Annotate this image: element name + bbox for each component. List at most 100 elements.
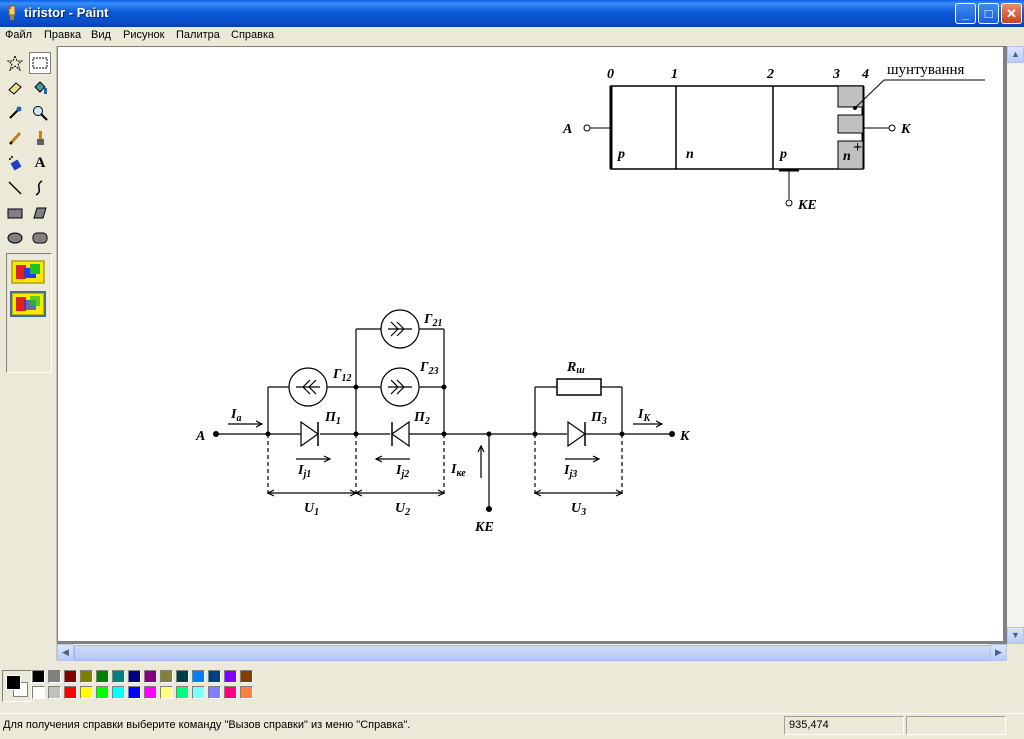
pick-color-tool[interactable] [4,102,26,124]
polygon-icon [33,207,47,219]
vertical-scrollbar[interactable]: ▲ ▼ [1007,46,1024,644]
label-p1: П1 [324,410,341,427]
palette-swatch[interactable] [128,686,141,699]
palette-swatch[interactable] [144,670,157,683]
palette-swatch[interactable] [208,686,221,699]
opaque-option[interactable] [10,259,46,285]
fill-tool[interactable] [29,77,51,99]
palette-swatch[interactable] [80,686,93,699]
palette-swatch[interactable] [64,686,77,699]
structure-body [610,85,864,170]
palette-swatch[interactable] [80,670,93,683]
airbrush-tool[interactable] [4,152,26,174]
palette-swatch[interactable] [224,686,237,699]
menu-file[interactable]: Файл [5,29,33,41]
status-help-text: Для получения справки выберите команду "… [3,719,411,731]
palette-swatch[interactable] [128,670,141,683]
menu-help[interactable]: Справка [231,29,275,41]
foreground-color[interactable] [6,675,21,690]
magnifier-icon [33,106,48,121]
free-select-tool[interactable] [4,52,26,74]
menu-edit[interactable]: Правка [44,29,82,41]
scroll-up-button[interactable]: ▲ [1007,46,1024,63]
text-tool[interactable]: A [29,152,51,174]
current-source-g23 [380,367,420,407]
curve-tool[interactable] [29,177,51,199]
label-rsh: Rш [566,360,585,376]
palette-swatch[interactable] [176,686,189,699]
layer-label-2: 2 [766,67,774,82]
palette-swatch[interactable] [48,670,61,683]
label-ik: IK [637,407,651,424]
arrow-up-icon: ▲ [1011,49,1020,59]
eraser-icon [8,82,22,95]
rect-select-tool[interactable] [29,52,51,74]
brush-tool[interactable] [29,127,51,149]
palette-swatch[interactable] [160,686,173,699]
circuit-anode-label: A [195,429,205,444]
n-plus-sign: + [853,139,862,156]
eyedropper-icon [9,106,22,119]
transparent-shapes-icon [11,292,45,316]
palette-swatch[interactable] [208,670,221,683]
menu-bar: Файл Правка Вид Рисунок Палитра Справка [0,27,1024,46]
palette-swatch[interactable] [32,686,45,699]
label-u1: U1 [304,501,319,518]
current-colors[interactable] [2,670,32,702]
label-ij1: Ij1 [297,463,311,480]
layer-label-1: 1 [671,67,678,82]
drawing-canvas[interactable]: 0 1 2 3 4 p n p n + A K KE шунтування [58,47,1003,641]
minimize-button[interactable]: _ [955,3,976,24]
menu-image[interactable]: Рисунок [123,29,165,41]
palette-swatch[interactable] [176,670,189,683]
text-icon: A [34,155,46,171]
status-bar: Для получения справки выберите команду "… [0,713,1024,739]
palette-swatch[interactable] [48,686,61,699]
diode-p1 [300,420,320,448]
paint-bucket-icon [34,81,47,94]
palette-swatch[interactable] [96,670,109,683]
scroll-right-button[interactable]: ▶ [990,644,1007,661]
arrow-left-icon: ◀ [62,647,69,657]
current-source-g21 [380,309,420,349]
label-ij3: Ij3 [563,463,577,480]
scroll-down-button[interactable]: ▼ [1007,627,1024,644]
palette-swatch[interactable] [160,670,173,683]
palette-swatch[interactable] [240,686,253,699]
palette-swatch[interactable] [192,686,205,699]
polygon-tool[interactable] [29,202,51,224]
menu-view[interactable]: Вид [91,29,111,41]
close-button[interactable]: ✕ [1001,3,1022,24]
opaque-shapes-icon [11,260,45,284]
structure-cathode-label: K [900,122,912,137]
horizontal-scrollbar[interactable]: ◀ ▶ [57,644,1007,661]
ellipse-tool[interactable] [4,227,26,249]
palette-swatch[interactable] [112,670,125,683]
transparent-option[interactable] [10,291,46,317]
palette-swatch[interactable] [32,670,45,683]
eraser-tool[interactable] [4,77,26,99]
maximize-button[interactable]: □ [978,3,999,24]
label-u2: U2 [395,501,410,518]
palette-swatch[interactable] [144,686,157,699]
palette-swatch[interactable] [64,670,77,683]
magnifier-tool[interactable] [29,102,51,124]
menu-colors[interactable]: Палитра [176,29,220,41]
palette-swatch[interactable] [192,670,205,683]
rounded-rectangle-tool[interactable] [29,227,51,249]
rectangle-tool[interactable] [4,202,26,224]
palette-swatch[interactable] [224,670,237,683]
palette-swatch[interactable] [240,670,253,683]
horizontal-scroll-thumb[interactable] [74,645,991,661]
label-u3: U3 [571,501,586,518]
palette-swatch[interactable] [96,686,109,699]
palette-swatch[interactable] [112,686,125,699]
structure-anode-label: A [562,122,572,137]
scroll-left-button[interactable]: ◀ [57,644,74,661]
shunt-region-top [837,85,864,108]
pencil-icon [8,131,22,146]
pencil-tool[interactable] [4,127,26,149]
layer-label-4: 4 [861,67,869,82]
line-tool[interactable] [4,177,26,199]
current-source-g12 [288,367,328,407]
